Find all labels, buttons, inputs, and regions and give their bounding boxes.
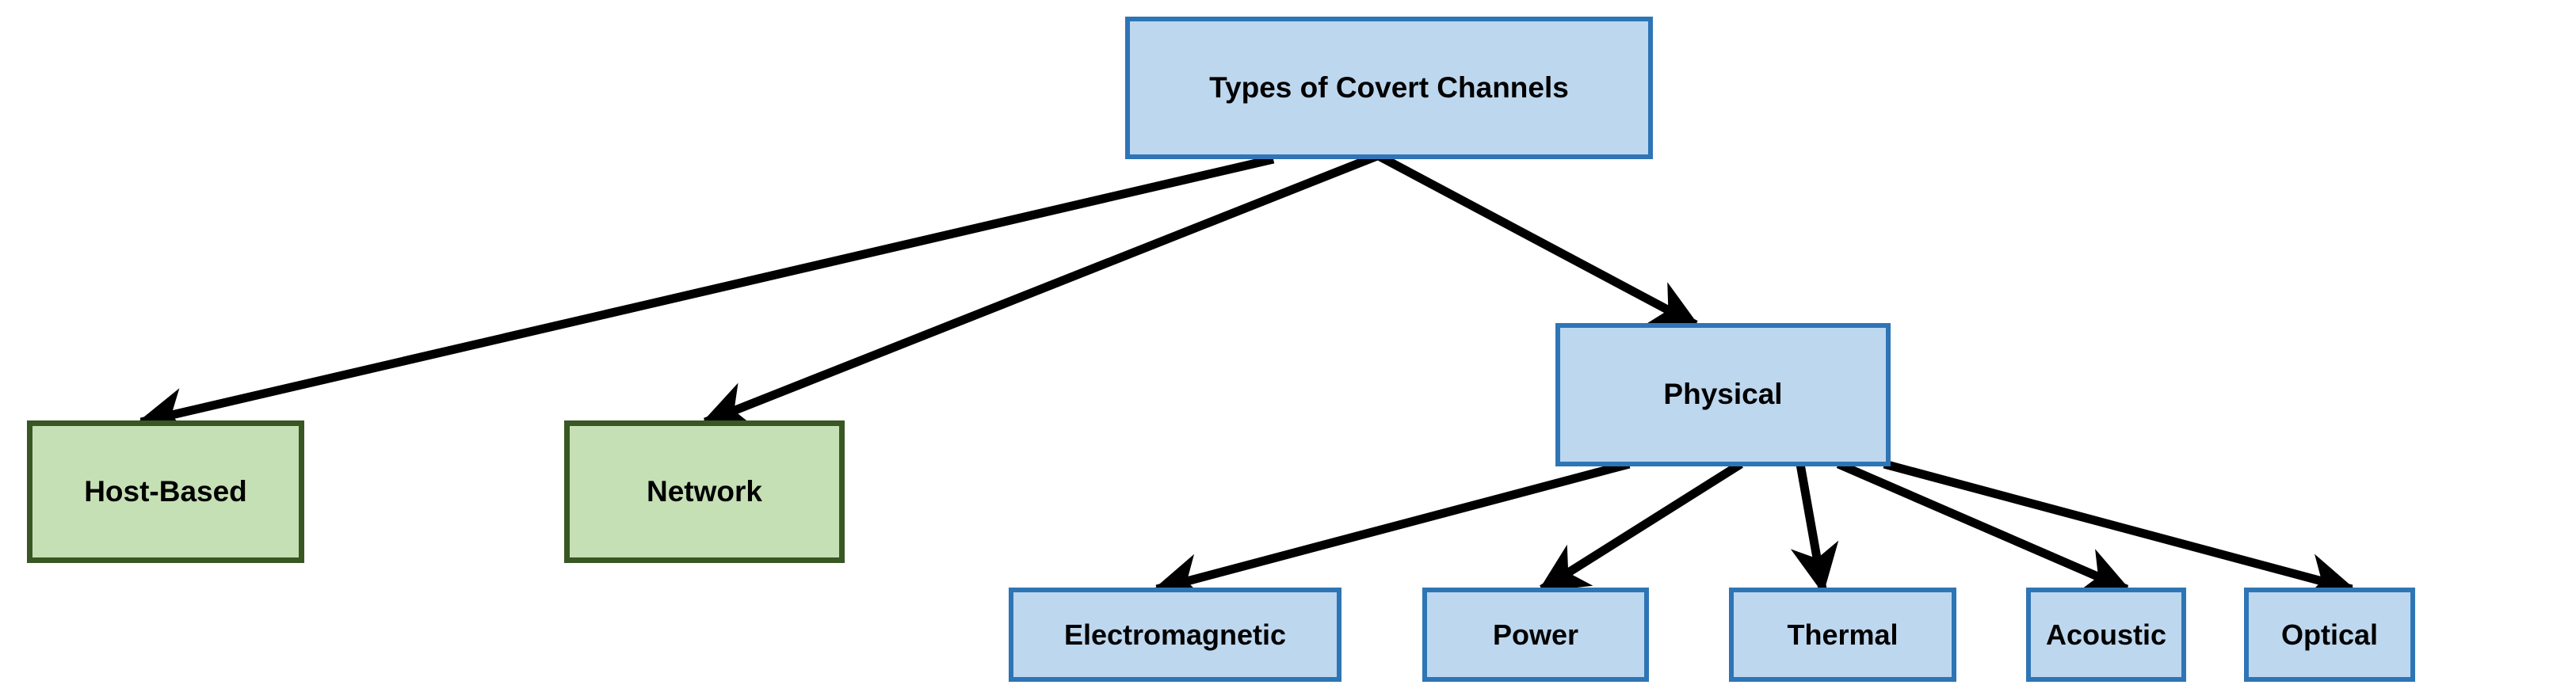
node-label: Power (1492, 618, 1579, 651)
node-types-of-covert-channels[interactable]: Types of Covert Channels (1125, 17, 1653, 159)
edge-physical-to-electromagnetic (1151, 459, 1631, 602)
node-physical[interactable]: Physical (1555, 323, 1891, 466)
node-label: Electromagnetic (1063, 618, 1287, 651)
node-electromagnetic[interactable]: Electromagnetic (1009, 588, 1341, 682)
node-power[interactable]: Power (1422, 588, 1649, 682)
node-label: Network (647, 474, 762, 508)
edge-physical-to-acoustic (1836, 459, 2131, 594)
node-label: Thermal (1787, 618, 1899, 651)
node-label: Physical (1663, 378, 1783, 411)
edge-root-to-host-based (135, 154, 1275, 436)
node-thermal[interactable]: Thermal (1729, 588, 1956, 682)
node-label: Types of Covert Channels (1209, 70, 1569, 104)
edge-root-to-physical (1376, 152, 1700, 329)
edge-root-to-network (700, 151, 1380, 428)
node-host-based[interactable]: Host-Based (27, 420, 304, 563)
node-label: Acoustic (2045, 618, 2167, 651)
edge-physical-to-power (1537, 460, 1743, 593)
edge-physical-to-optical (1883, 459, 2357, 601)
node-acoustic[interactable]: Acoustic (2026, 588, 2186, 682)
node-optical[interactable]: Optical (2244, 588, 2415, 682)
edge-physical-to-thermal (1790, 463, 1839, 595)
node-label: Optical (2280, 618, 2379, 651)
node-network[interactable]: Network (564, 420, 845, 563)
node-label: Host-Based (84, 474, 247, 508)
